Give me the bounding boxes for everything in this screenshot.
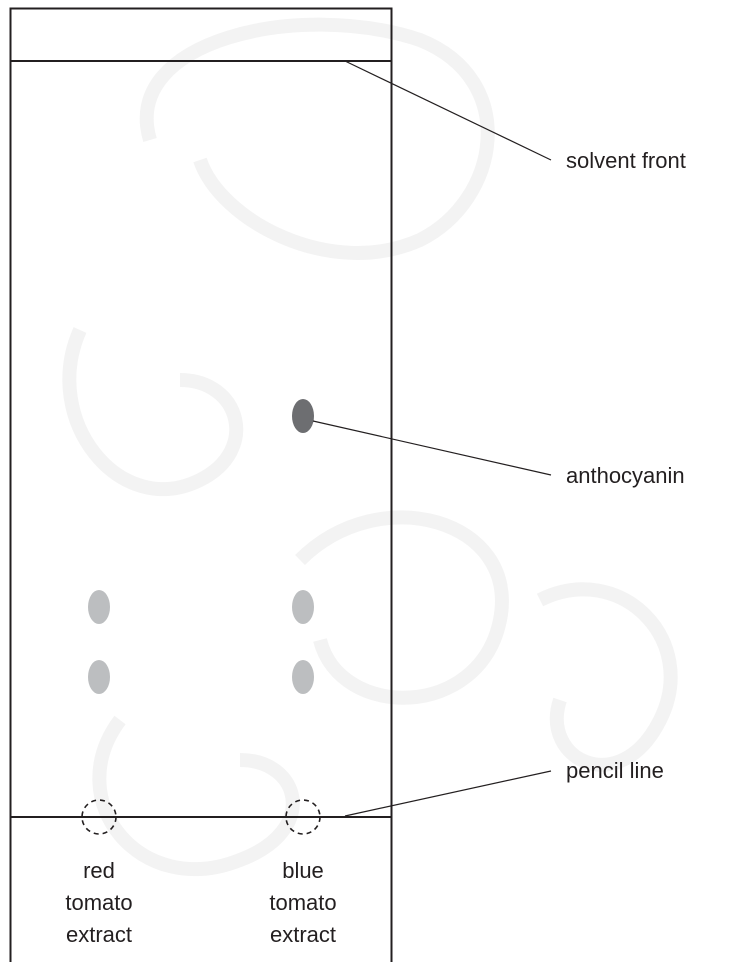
red-lane-label-line2: tomato [65,890,132,915]
pencil-line-leader [344,770,552,817]
pencil-line-label: pencil line [566,758,664,783]
blue-lane-label-line1: blue [282,858,324,883]
watermark [62,17,678,877]
blue-lane-label-line3: extract [270,922,336,947]
solvent-front-leader [344,60,552,161]
solvent-front-label: solvent front [566,148,686,173]
anthocyanin-leader [312,420,552,476]
blue-origin-spot [285,799,321,835]
anthocyanin-spot [292,399,314,433]
red-lane-upper-spot [88,590,110,624]
red-lane-label-line1: red [83,858,115,883]
red-origin-spot [81,799,117,835]
red-lane-label-line3: extract [66,922,132,947]
blue-lane-label-line2: tomato [269,890,336,915]
anthocyanin-label: anthocyanin [566,463,685,488]
paper-strip [9,7,393,962]
blue-lane-lower-spot [292,660,314,694]
red-lane-lower-spot [88,660,110,694]
blue-lane-upper-spot [292,590,314,624]
